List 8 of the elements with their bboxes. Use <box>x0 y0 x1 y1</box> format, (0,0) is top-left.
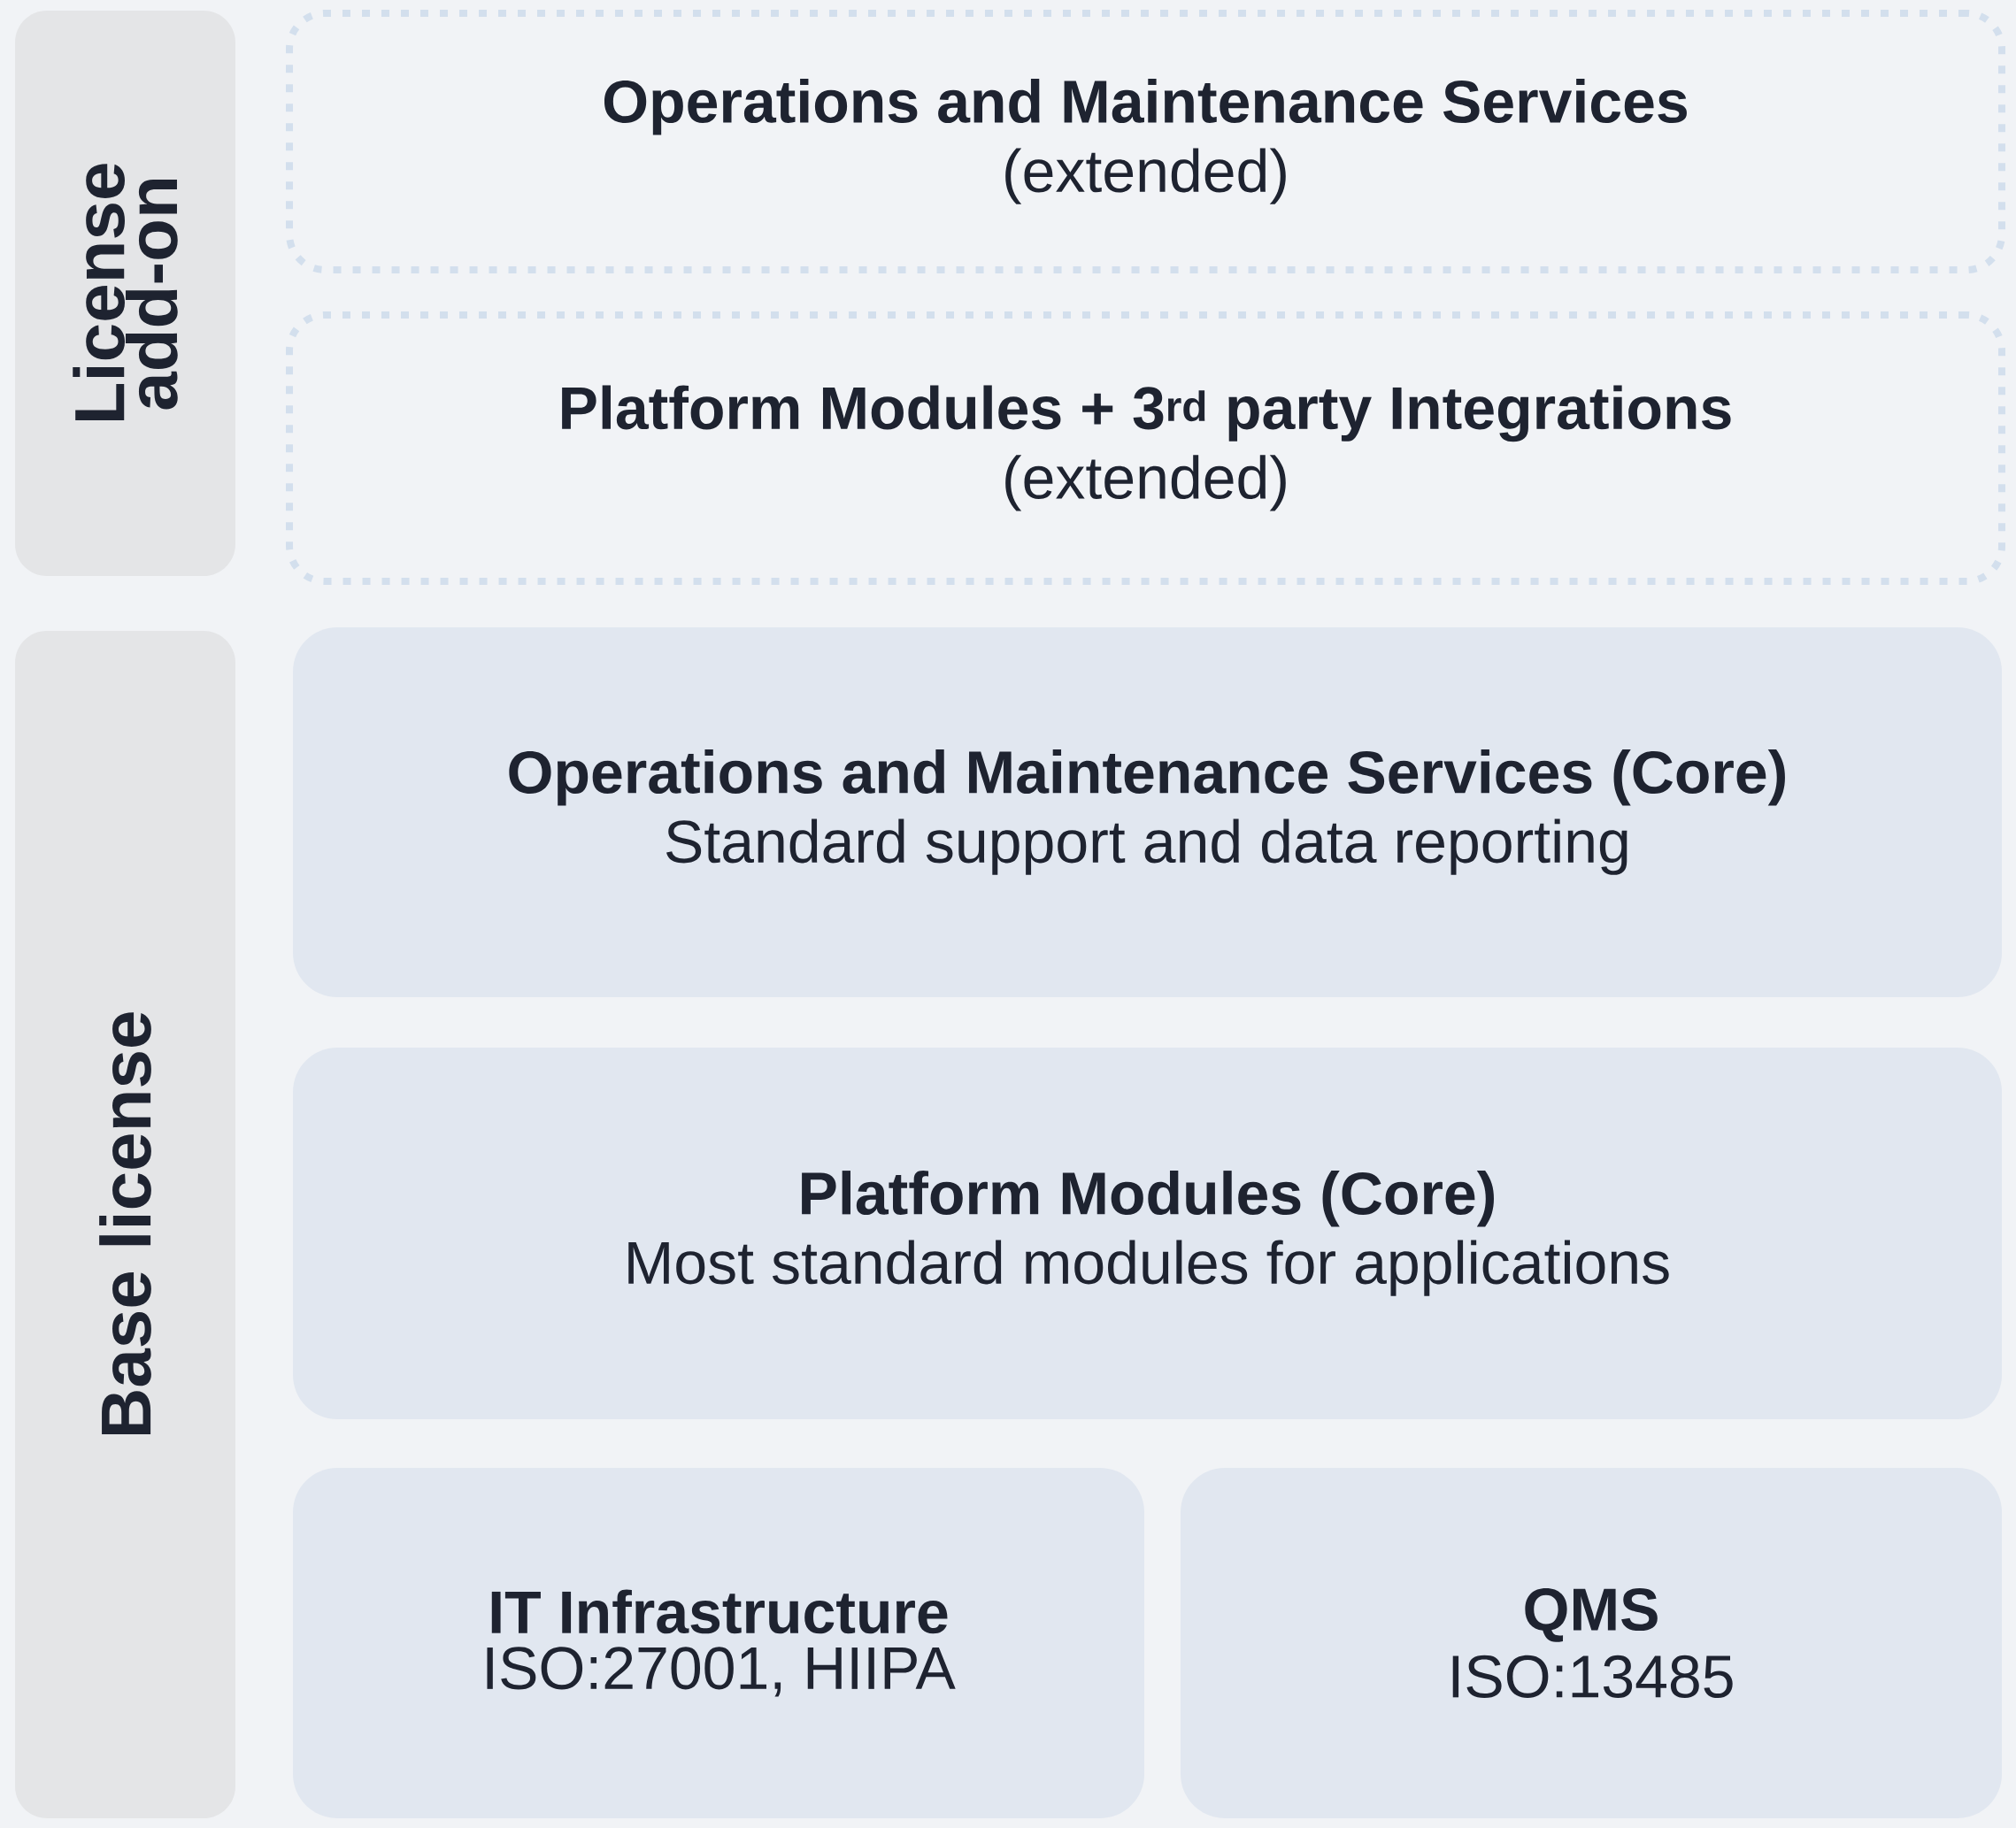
dotted-box: Platform Modules + 3$^{rd}$ party Integrations (extended) <box>286 311 2005 585</box>
section-label-band: License add-on <box>15 10 235 576</box>
layer-box: IT Infrastructure ISO:27001, HIIPA <box>293 1468 1144 1818</box>
layer-box: QMS ISO:13485 <box>1181 1468 2002 1818</box>
layer-box: Operations and Maintenance Services (Core) Standard support and data reporting <box>293 627 2002 997</box>
layer-box: Platform Modules (Core) Most standard modules for applications <box>293 1048 2002 1419</box>
section-label-band: Base license <box>15 631 235 1818</box>
dotted-box: Operations and Maintenance Services (extended) <box>286 9 2005 273</box>
